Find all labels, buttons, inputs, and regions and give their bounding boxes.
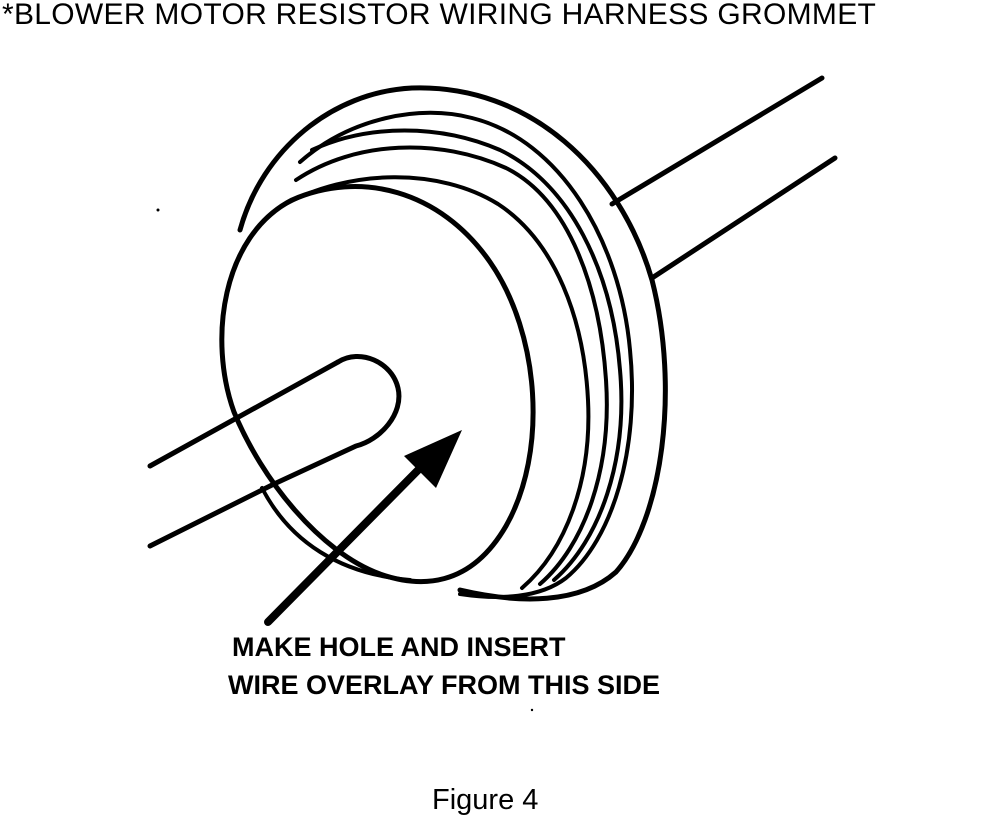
wire-front: [147, 354, 402, 549]
grommet-ridge-2: [310, 128, 624, 582]
grommet-face-edge: [260, 486, 412, 582]
figure-caption: Figure 4: [432, 784, 539, 816]
grommet-ridge-1: [298, 110, 635, 599]
callout-line-1: MAKE HOLE AND INSERT: [232, 632, 566, 662]
grommet-front-face: [219, 184, 536, 585]
diagram-title: *BLOWER MOTOR RESISTOR WIRING HARNESS GR…: [2, 0, 877, 31]
arrow-icon: [264, 430, 462, 626]
grommet-ridge-3: [294, 145, 609, 586]
grommet-outer-rim: [237, 85, 668, 602]
wire-back: [609, 75, 838, 281]
callout-line-2: WIRE OVERLAY FROM THIS SIDE: [228, 670, 661, 700]
grommet-ridge-4: [280, 175, 591, 590]
instruction-callout: MAKE HOLE AND INSERT WIRE OVERLAY FROM T…: [228, 628, 660, 704]
